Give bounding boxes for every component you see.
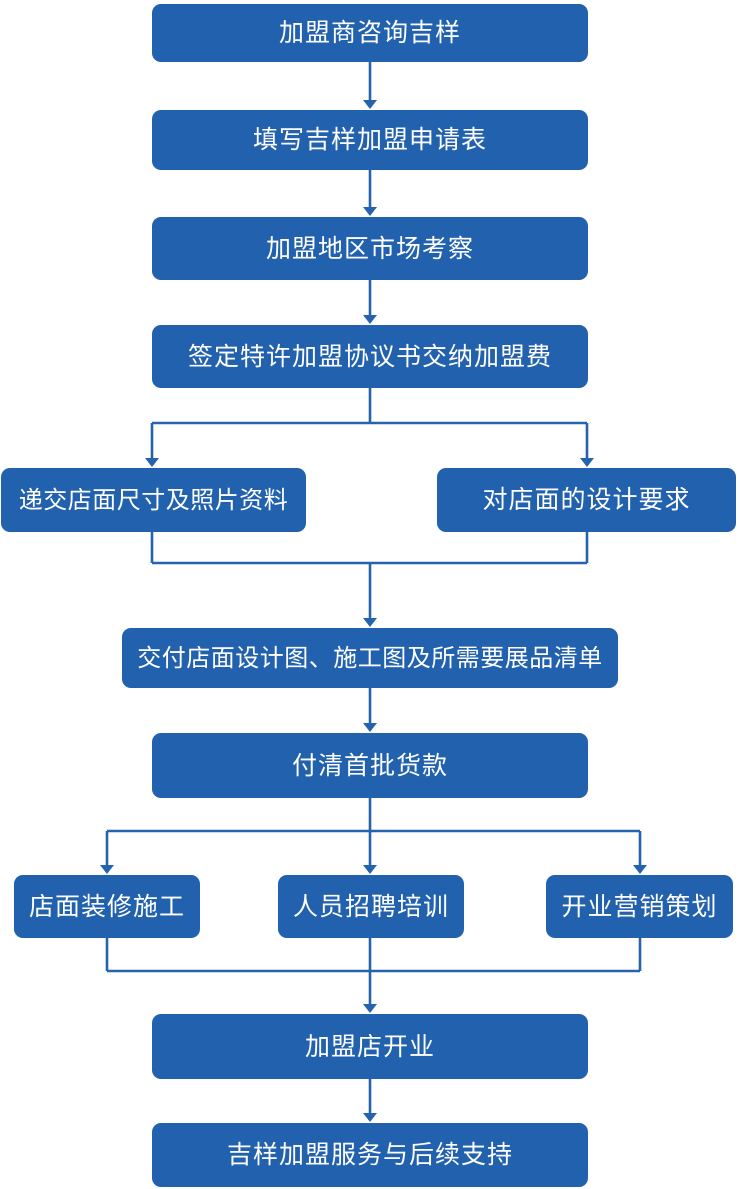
connector-merge	[105, 938, 642, 1004]
connector-branch	[105, 798, 642, 865]
arrow-down-icon	[580, 458, 594, 467]
flow-node-staff-recruitment-training: 人员招聘培训	[278, 875, 464, 938]
arrow-down-icon	[633, 865, 647, 874]
flow-node-market-survey: 加盟地区市场考察	[152, 217, 588, 280]
flow-node-store-opening: 加盟店开业	[152, 1014, 588, 1079]
flow-node-consult: 加盟商咨询吉样	[152, 4, 588, 62]
arrow-down-icon	[363, 723, 377, 732]
connector-merge	[150, 532, 589, 618]
flow-node-pay-first-order: 付清首批货款	[152, 733, 588, 798]
flow-node-design-requirements: 对店面的设计要求	[437, 468, 736, 532]
flow-node-fill-application: 填写吉样加盟申请表	[152, 110, 588, 170]
flow-node-follow-up-support: 吉样加盟服务与后续支持	[152, 1123, 588, 1187]
arrow-down-icon	[363, 618, 377, 627]
flow-node-store-renovation: 店面装修施工	[14, 875, 200, 938]
arrow-down-icon	[363, 1113, 377, 1122]
flow-node-submit-store-info: 递交店面尺寸及照片资料	[1, 468, 306, 532]
arrow-down-icon	[363, 1004, 377, 1013]
flow-node-sign-agreement: 签定特许加盟协议书交纳加盟费	[152, 325, 588, 388]
arrow-down-icon	[100, 865, 114, 874]
flow-node-opening-marketing-plan: 开业营销策划	[546, 875, 733, 938]
arrow-down-icon	[363, 207, 377, 216]
connector-branch	[150, 388, 589, 458]
flow-node-deliver-design-docs: 交付店面设计图、施工图及所需要展品清单	[122, 628, 618, 688]
arrow-down-icon	[145, 458, 159, 467]
arrow-down-icon	[363, 865, 377, 874]
arrow-down-icon	[363, 100, 377, 109]
arrow-down-icon	[363, 315, 377, 324]
